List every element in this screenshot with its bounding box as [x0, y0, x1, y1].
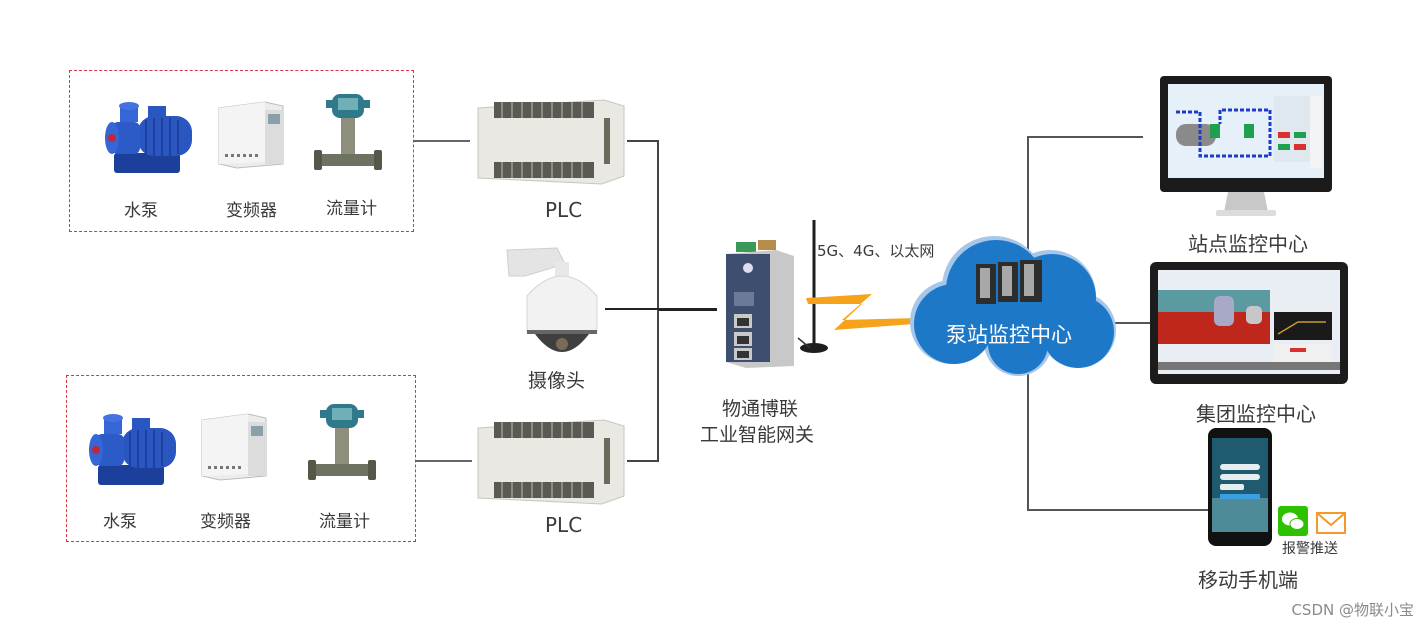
water-pump-icon [89, 414, 176, 485]
client-label-group: 集团监控中心 [1196, 402, 1316, 426]
cloud-label: 泵站监控中心 [946, 323, 1072, 347]
network-label: 5G、4G、以太网 [817, 242, 935, 260]
antenna-icon [797, 220, 828, 353]
wechat-icon [1278, 506, 1308, 536]
field-group-top [69, 70, 414, 232]
connector-mobile [1027, 509, 1209, 511]
email-icon [1316, 512, 1346, 534]
plc-icon [477, 419, 625, 505]
wireless-lightning-icon [806, 294, 918, 330]
connector-plc-top-h [627, 140, 659, 142]
alert-push-label: 报警推送 [1282, 541, 1338, 557]
gateway-label-line1: 物通博联 [722, 398, 799, 420]
plc-label: PLC [545, 198, 583, 222]
connector-plc-bottom-h [627, 460, 659, 462]
watermark: CSDN @物联小宝 [1291, 601, 1414, 619]
field-group-bottom [66, 375, 416, 542]
connector-group-bottom-plc [416, 460, 472, 462]
dome-camera-icon [506, 247, 598, 352]
connector-bus-vertical [657, 140, 659, 462]
flowmeter-icon [308, 404, 376, 480]
tablet-screen-icon [1150, 262, 1348, 384]
industrial-gateway-icon [726, 240, 794, 368]
connector-group-top-plc [414, 140, 470, 142]
device-label: 变频器 [200, 512, 251, 532]
device-label: 水泵 [103, 512, 137, 532]
device-label: 流量计 [326, 199, 377, 219]
camera-label: 摄像头 [528, 370, 586, 392]
connector-group-monitor [1105, 322, 1151, 324]
desktop-monitor-icon [1160, 76, 1332, 216]
server-cloud-icon [976, 260, 1042, 304]
connector-station-monitor [1027, 136, 1143, 138]
device-label: 流量计 [319, 512, 370, 532]
client-label-mobile: 移动手机端 [1198, 568, 1298, 592]
plc-icon [477, 99, 625, 185]
plc-label: PLC [545, 513, 583, 537]
connector-camera [605, 308, 659, 310]
client-label-station: 站点监控中心 [1188, 232, 1308, 256]
water-pump-icon [105, 102, 192, 173]
connector-bus-gateway [659, 308, 717, 311]
device-label: 水泵 [124, 201, 158, 221]
smartphone-icon [1208, 428, 1272, 546]
inverter-icon [201, 413, 267, 481]
flowmeter-icon [314, 94, 382, 170]
inverter-icon [218, 101, 284, 169]
device-label: 变频器 [226, 201, 277, 221]
gateway-label-line2: 工业智能网关 [700, 424, 815, 446]
